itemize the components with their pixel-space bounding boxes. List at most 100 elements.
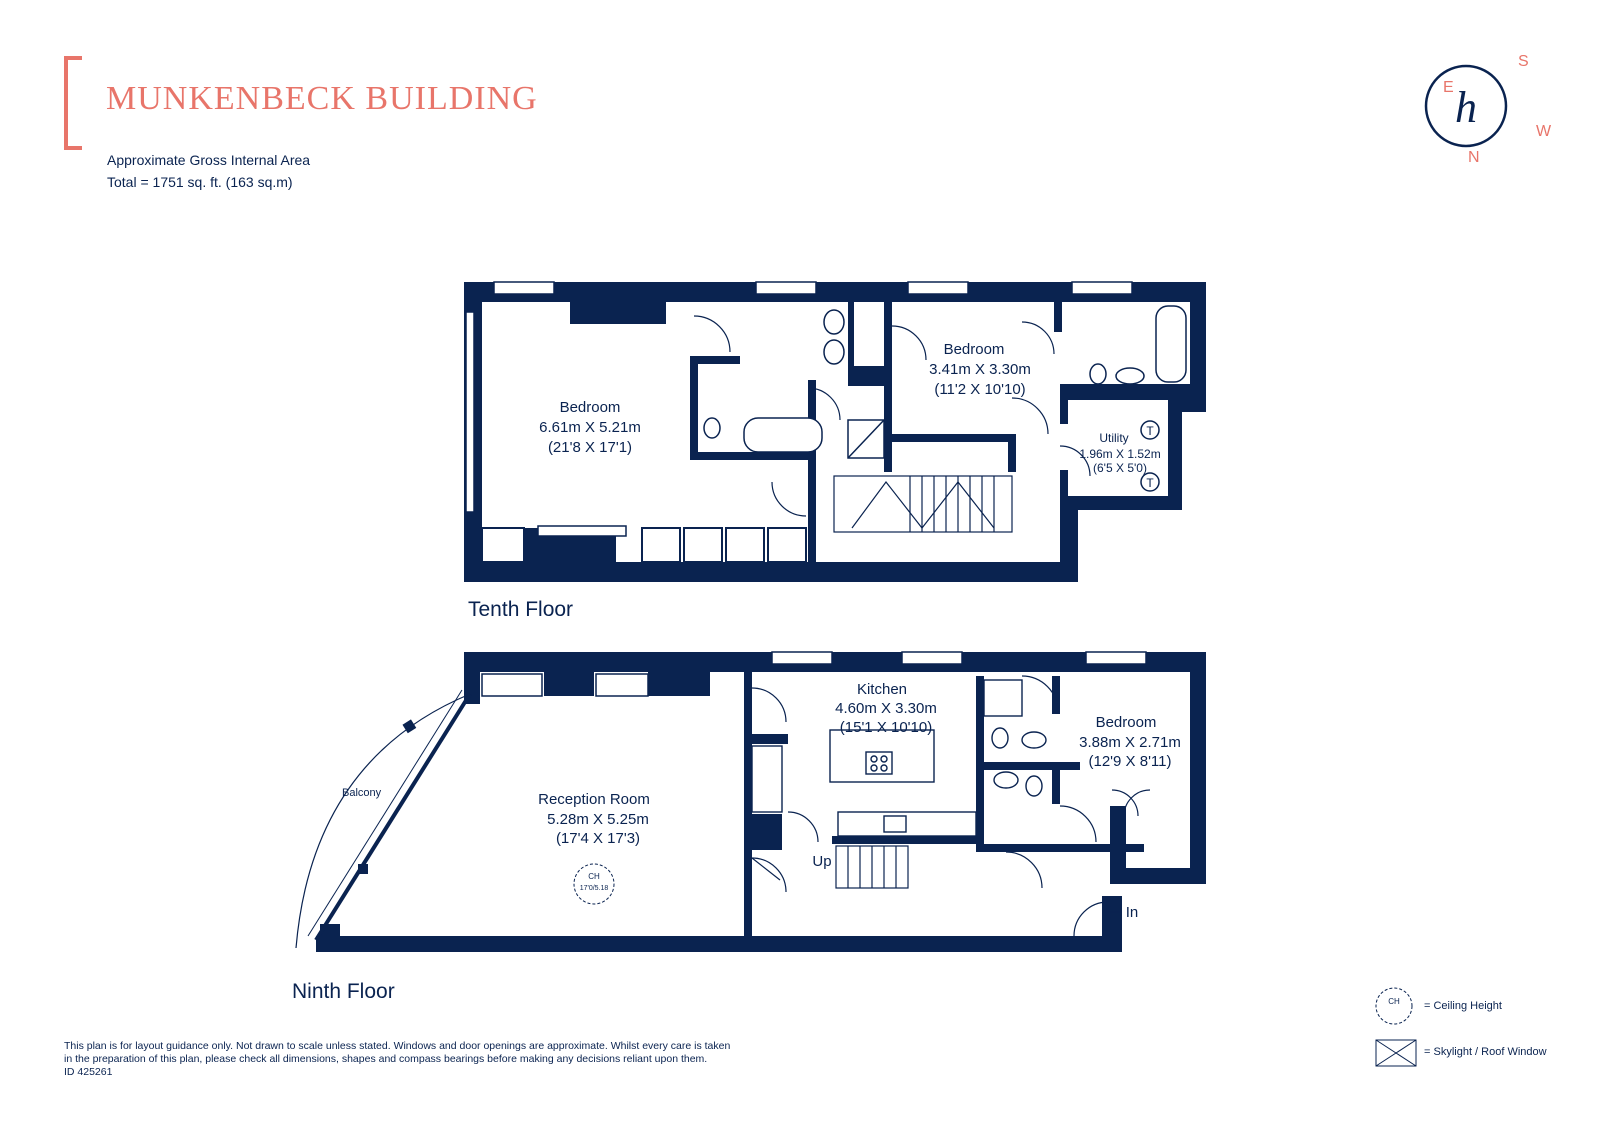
stairs: [833, 475, 1013, 533]
wall: [744, 672, 752, 940]
room-dims-m: 5.28m X 5.25m: [547, 811, 649, 828]
wall: [848, 366, 892, 386]
room-dims-m: 3.88m X 2.71m: [1079, 734, 1181, 751]
room-dims-ft: (21'8 X 17'1): [548, 439, 632, 456]
compass-logo: h E S W N: [1424, 53, 1552, 166]
toilet: [703, 417, 721, 439]
ninth-floor-plan: [316, 652, 1206, 952]
wardrobe: [481, 527, 525, 563]
legend-ch-symbol: [1375, 987, 1413, 1025]
wall: [690, 356, 698, 456]
compass-ring: [1424, 64, 1508, 148]
tank-label: T: [1146, 424, 1154, 438]
wardrobe: [767, 527, 807, 563]
wardrobe: [725, 527, 765, 563]
room-dims-ft: (15'1 X 10'10): [840, 719, 932, 736]
room-dims-ft: (11'2 X 10'10): [934, 381, 1025, 398]
toilet: [1089, 363, 1107, 385]
basin: [1021, 731, 1047, 749]
room-dims-m: 6.61m X 5.21m: [539, 419, 641, 436]
room-name: Bedroom: [1096, 714, 1157, 731]
wall: [1168, 398, 1182, 510]
shower-tray: [983, 679, 1023, 717]
legend-ch-text: = Ceiling Height: [1424, 1000, 1502, 1012]
room-dims-m: 3.41m X 3.30m: [929, 361, 1031, 378]
up-label: Up: [812, 853, 831, 870]
wardrobe: [683, 527, 723, 563]
wall: [1060, 384, 1190, 400]
ninth-doors: [751, 675, 1151, 937]
ch-value: 17'0/5.18: [580, 885, 609, 892]
hob-ring: [870, 755, 878, 763]
wall: [1060, 470, 1068, 498]
wall: [1052, 770, 1060, 804]
ninth-floor-label: Ninth Floor: [292, 980, 395, 1003]
tank-marker: [1140, 420, 1160, 440]
wall: [1190, 652, 1206, 884]
room-name: Reception Room: [538, 791, 650, 808]
tenth-windows: [465, 281, 1133, 537]
wall: [570, 302, 666, 324]
wall: [1110, 868, 1206, 884]
wardrobes-tenth: [481, 527, 807, 563]
ch-code: CH: [588, 872, 600, 881]
window: [755, 281, 817, 295]
bathtub: [743, 417, 823, 453]
basin: [823, 309, 845, 335]
window: [907, 281, 969, 295]
disclaimer: This plan is for layout guidance only. N…: [64, 1040, 864, 1079]
wall: [544, 672, 594, 696]
window: [465, 311, 475, 513]
wall: [884, 302, 892, 472]
disclaimer-line: in the preparation of this plan, please …: [64, 1053, 708, 1065]
worktop: [837, 811, 977, 837]
building-title: MUNKENBECK BUILDING: [106, 80, 538, 117]
compass-north: N: [1468, 149, 1480, 166]
wall: [1060, 384, 1068, 424]
bathtub: [1155, 305, 1187, 383]
disclaimer-line: This plan is for layout guidance only. N…: [64, 1040, 731, 1052]
room-dims-ft: (17'4 X 17'3): [556, 830, 640, 847]
room-dims-ft: (6'5 X 5'0): [1093, 461, 1147, 475]
entrance-arrow-icon: [1103, 905, 1122, 919]
wall: [848, 302, 854, 366]
balcony-label: Balcony: [342, 787, 382, 799]
toilet: [1025, 775, 1043, 797]
toilet: [991, 727, 1009, 749]
wall: [1060, 496, 1078, 582]
ninth-fixtures: [751, 679, 1047, 837]
shower-line: [847, 419, 885, 459]
room-name: Bedroom: [560, 399, 621, 416]
legend-skylight-symbol: [1375, 1039, 1417, 1067]
legend: CH: [1375, 987, 1417, 1067]
room-name: Utility: [1099, 431, 1128, 445]
room-name: Bedroom: [944, 341, 1005, 358]
window: [901, 651, 963, 665]
wall: [892, 434, 1012, 442]
tank-label: T: [1146, 476, 1154, 490]
wall: [1102, 896, 1122, 952]
wall: [752, 734, 788, 744]
window: [595, 673, 649, 697]
wall: [464, 562, 1078, 582]
legend-ch-code: CH: [1388, 997, 1400, 1006]
room-dims-m: 1.96m X 1.52m: [1079, 447, 1160, 461]
compass-west: W: [1536, 123, 1552, 140]
basin: [823, 339, 845, 365]
tenth-room-labels: Bedroom 6.61m X 5.21m (21'8 X 17'1) Bedr…: [539, 341, 1161, 475]
basin: [993, 771, 1019, 789]
window: [771, 651, 833, 665]
basin: [1115, 367, 1145, 385]
tenth-fixtures: [703, 305, 1187, 459]
disclaimer-id: ID 425261: [64, 1066, 113, 1078]
wall: [976, 676, 984, 852]
wall: [648, 672, 710, 696]
ninth-staircase: [835, 845, 909, 889]
window: [537, 525, 627, 537]
wall: [464, 652, 480, 704]
wall: [1190, 282, 1206, 404]
wall: [690, 452, 814, 460]
tenth-floor-label: Tenth Floor: [468, 598, 574, 621]
wall: [984, 844, 1144, 852]
